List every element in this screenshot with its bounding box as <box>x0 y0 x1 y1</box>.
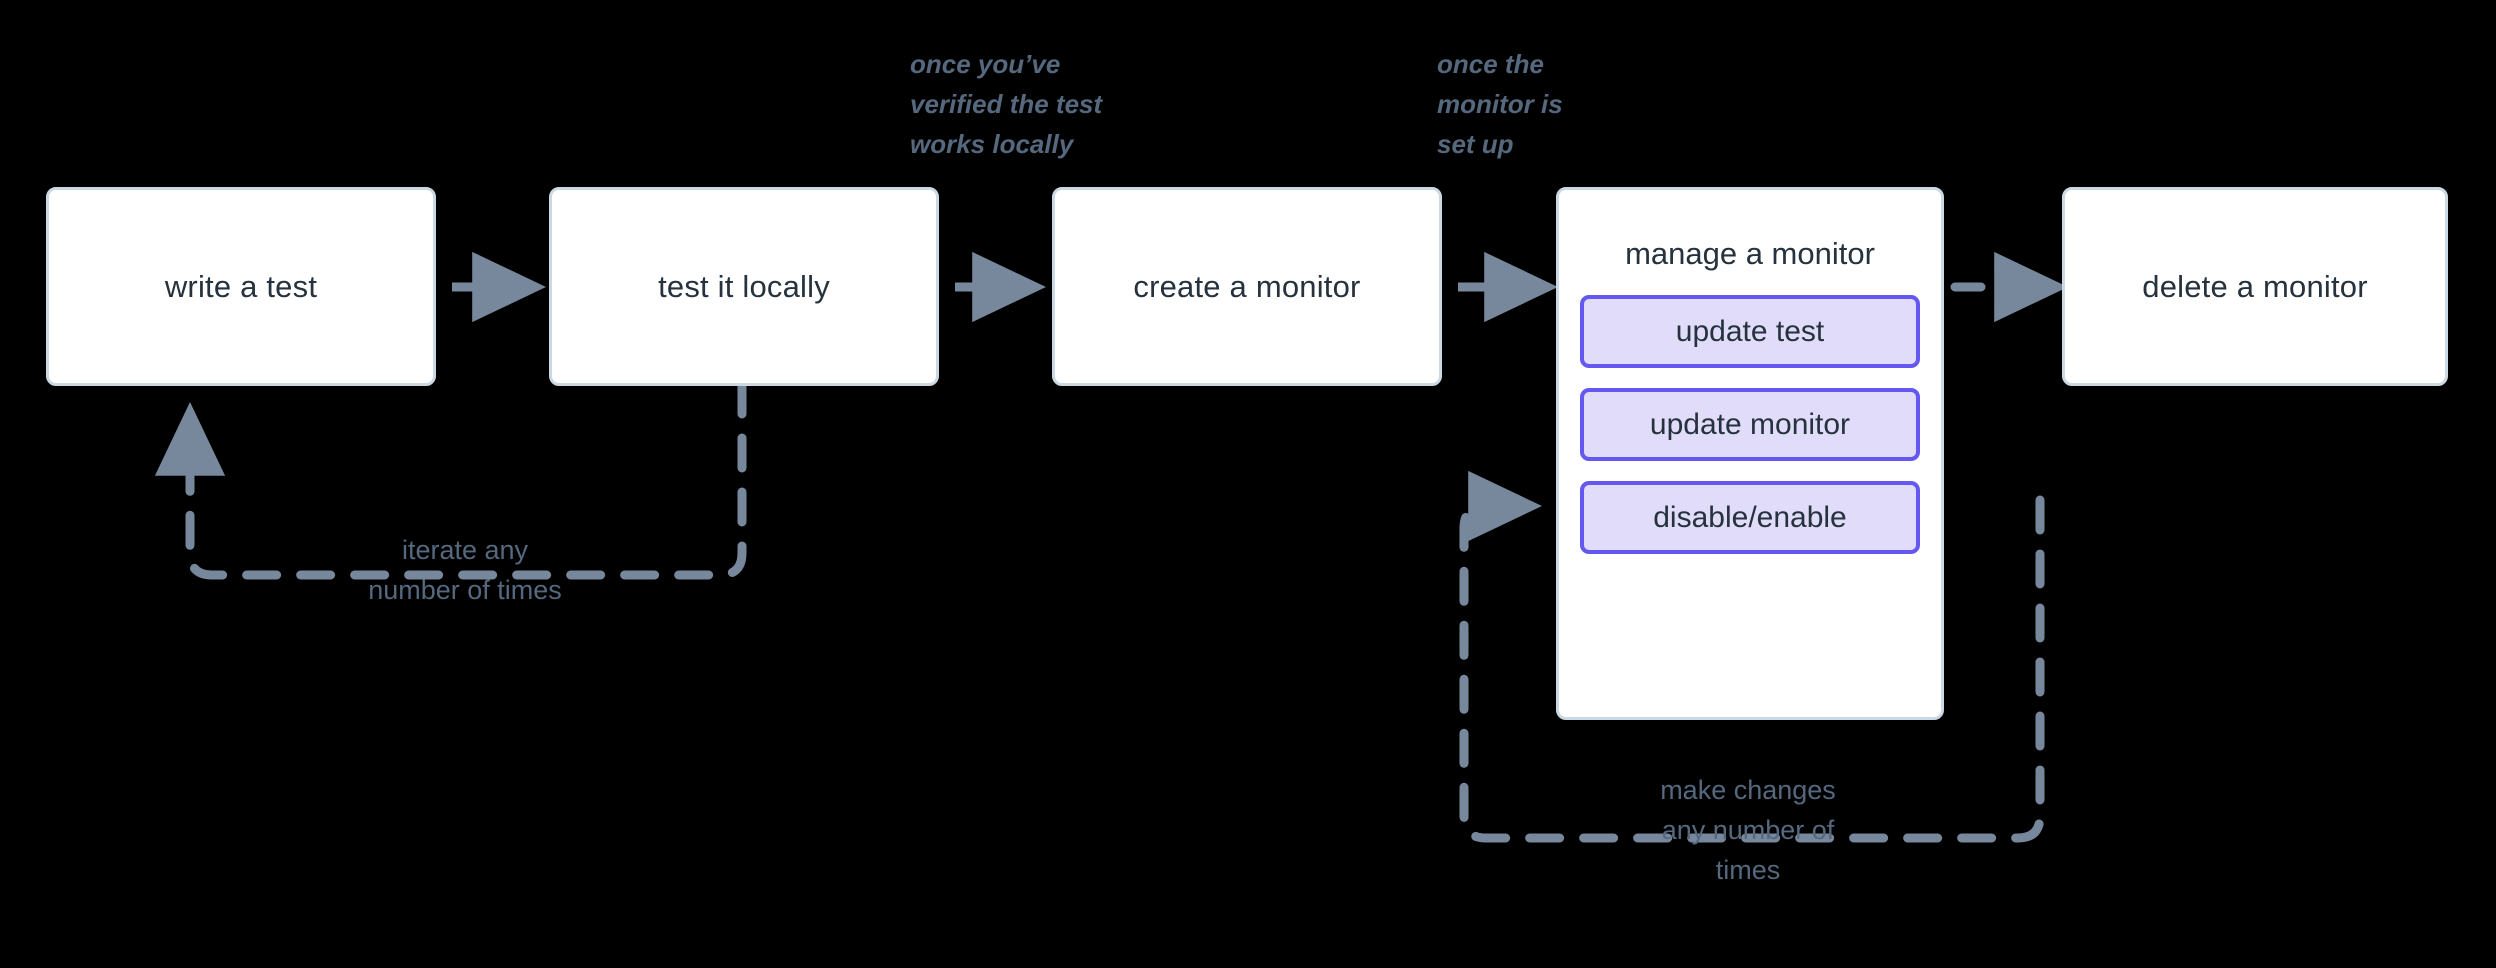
node-create-a-monitor[interactable]: create a monitor <box>1052 187 1442 386</box>
annotation-monitor-set-up: once the monitor is set up <box>1437 49 1563 159</box>
edge-label-iterate: iterate any number of times <box>368 535 562 605</box>
chip-update-monitor-label: update monitor <box>1649 407 1851 441</box>
node-create-a-monitor-label: create a monitor <box>1133 268 1361 304</box>
node-write-a-test[interactable]: write a test <box>46 187 436 386</box>
annotation-verified-locally: once you’ve verified the test works loca… <box>910 49 1103 159</box>
chip-disable-enable[interactable]: disable/enable <box>1580 481 1920 555</box>
node-test-it-locally-label: test it locally <box>658 268 830 304</box>
node-delete-a-monitor-label: delete a monitor <box>2142 268 2368 304</box>
chip-update-test[interactable]: update test <box>1580 295 1920 369</box>
node-manage-a-monitor-label: manage a monitor <box>1625 236 1875 271</box>
node-delete-a-monitor[interactable]: delete a monitor <box>2062 187 2448 386</box>
edge-label-make-changes: make changes any number of times <box>1660 775 1836 885</box>
chip-update-test-label: update test <box>1675 314 1825 348</box>
chip-update-monitor[interactable]: update monitor <box>1580 388 1920 462</box>
chip-disable-enable-label: disable/enable <box>1653 500 1847 534</box>
node-manage-a-monitor[interactable]: manage a monitor update test update moni… <box>1556 187 1944 720</box>
node-test-it-locally[interactable]: test it locally <box>549 187 939 386</box>
node-write-a-test-label: write a test <box>164 268 318 304</box>
